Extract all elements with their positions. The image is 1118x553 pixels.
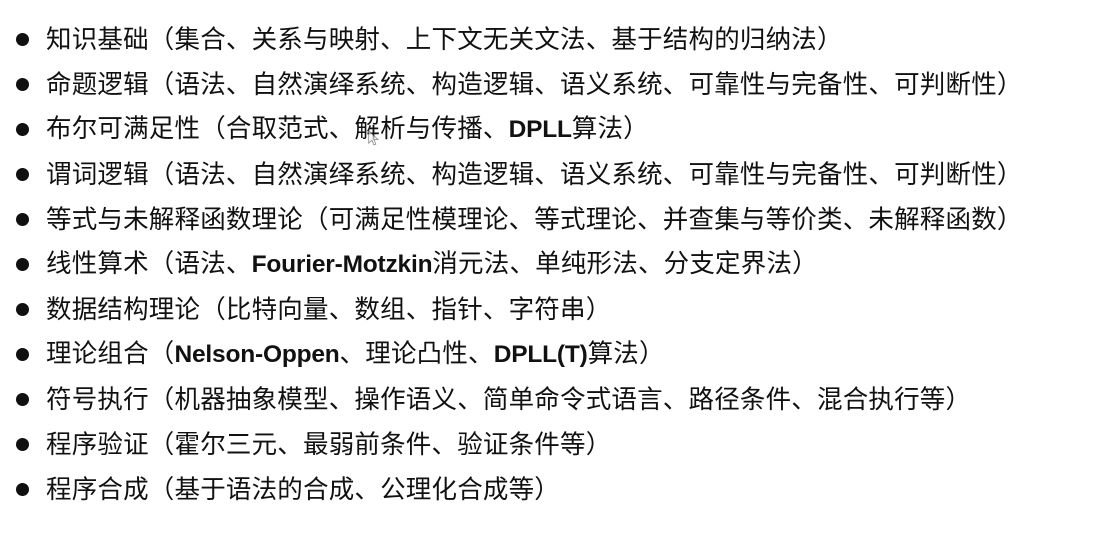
bullet-point-icon: [16, 347, 29, 361]
bullet-point-icon: [16, 167, 29, 181]
outline-item: 知识基础（集合、关系与映射、上下文无关文法、基于结构的归纳法）: [0, 16, 1118, 61]
bullet-point-icon: [16, 437, 29, 451]
outline-item-cjk-run: 算法）: [587, 339, 665, 369]
outline-item-text: 程序合成（基于语法的合成、公理化合成等）: [46, 467, 560, 512]
outline-item-text: 等式与未解释函数理论（可满足性模理论、等式理论、并查集与等价类、未解释函数）: [46, 197, 1023, 242]
outline-item-text: 符号执行（机器抽象模型、操作语义、简单命令式语言、路径条件、混合执行等）: [46, 377, 971, 422]
bullet-point-icon: [16, 32, 29, 46]
bullet-point-icon: [16, 77, 29, 91]
outline-item-text: 谓词逻辑（语法、自然演绎系统、构造逻辑、语义系统、可靠性与完备性、可判断性）: [46, 152, 1023, 197]
outline-item: 程序合成（基于语法的合成、公理化合成等）: [0, 466, 1118, 511]
outline-item: 线性算术（语法、Fourier-Motzkin消元法、单纯形法、分支定界法）: [0, 241, 1118, 286]
bullet-point-icon: [16, 392, 29, 406]
outline-item: 符号执行（机器抽象模型、操作语义、简单命令式语言、路径条件、混合执行等）: [0, 376, 1118, 421]
outline-item: 数据结构理论（比特向量、数组、指针、字符串）: [0, 286, 1118, 331]
outline-item-latin-run: DPLL: [508, 116, 572, 144]
outline-item: 布尔可满足性（合取范式、解析与传播、DPLL算法）: [0, 106, 1118, 151]
outline-item-cjk-run: 算法）: [571, 114, 649, 144]
outline-item-cjk-run: 符号执行（机器抽象模型、操作语义、简单命令式语言、路径条件、混合执行等）: [46, 384, 972, 414]
outline-item-text: 布尔可满足性（合取范式、解析与传播、DPLL算法）: [46, 106, 649, 152]
outline-item-text: 线性算术（语法、Fourier-Motzkin消元法、单纯形法、分支定界法）: [46, 241, 818, 287]
bullet-point-icon: [16, 212, 29, 226]
outline-item: 程序验证（霍尔三元、最弱前条件、验证条件等）: [0, 421, 1118, 466]
bullet-point-icon: [16, 302, 29, 316]
outline-item-cjk-run: 理论组合（: [46, 339, 175, 369]
outline-item-text: 数据结构理论（比特向量、数组、指针、字符串）: [46, 287, 611, 332]
outline-item-cjk-run: 知识基础（集合、关系与映射、上下文无关文法、基于结构的归纳法）: [46, 24, 843, 54]
outline-item: 等式与未解释函数理论（可满足性模理论、等式理论、并查集与等价类、未解释函数）: [0, 196, 1118, 241]
outline-item: 谓词逻辑（语法、自然演绎系统、构造逻辑、语义系统、可靠性与完备性、可判断性）: [0, 151, 1118, 196]
bullet-point-icon: [16, 257, 29, 271]
outline-item-text: 理论组合（Nelson-Oppen、理论凸性、DPLL(T)算法）: [46, 331, 665, 377]
outline-item-latin-run: Nelson-Oppen: [174, 341, 340, 369]
outline-item-cjk-run: 谓词逻辑（语法、自然演绎系统、构造逻辑、语义系统、可靠性与完备性、可判断性）: [46, 159, 1023, 189]
outline-item-text: 命题逻辑（语法、自然演绎系统、构造逻辑、语义系统、可靠性与完备性、可判断性）: [46, 62, 1023, 107]
outline-item-cjk-run: 线性算术（语法、: [46, 249, 252, 279]
outline-item-text: 程序验证（霍尔三元、最弱前条件、验证条件等）: [46, 422, 611, 467]
outline-item-cjk-run: 消元法、单纯形法、分支定界法）: [432, 249, 818, 279]
outline-item-cjk-run: 程序合成（基于语法的合成、公理化合成等）: [46, 474, 561, 504]
outline-item-cjk-run: 命题逻辑（语法、自然演绎系统、构造逻辑、语义系统、可靠性与完备性、可判断性）: [46, 69, 1023, 99]
outline-item-cjk-run: 、理论凸性、: [339, 339, 494, 369]
outline-item-text: 知识基础（集合、关系与映射、上下文无关文法、基于结构的归纳法）: [46, 17, 843, 62]
outline-item-cjk-run: 布尔可满足性（合取范式、解析与传播、: [46, 114, 509, 144]
outline-item-cjk-run: 数据结构理论（比特向量、数组、指针、字符串）: [46, 294, 612, 324]
bullet-point-icon: [16, 482, 29, 496]
outline-item: 命题逻辑（语法、自然演绎系统、构造逻辑、语义系统、可靠性与完备性、可判断性）: [0, 61, 1118, 106]
outline-bullet-list: 知识基础（集合、关系与映射、上下文无关文法、基于结构的归纳法） 命题逻辑（语法、自…: [0, 16, 1118, 511]
outline-item: 理论组合（Nelson-Oppen、理论凸性、DPLL(T)算法）: [0, 331, 1118, 376]
bullet-point-icon: [16, 122, 29, 136]
outline-item-cjk-run: 程序验证（霍尔三元、最弱前条件、验证条件等）: [46, 429, 612, 459]
outline-item-latin-run: DPLL(T): [493, 341, 588, 369]
outline-item-cjk-run: 等式与未解释函数理论（可满足性模理论、等式理论、并查集与等价类、未解释函数）: [46, 204, 1023, 234]
outline-item-latin-run: Fourier-Motzkin: [251, 251, 433, 279]
